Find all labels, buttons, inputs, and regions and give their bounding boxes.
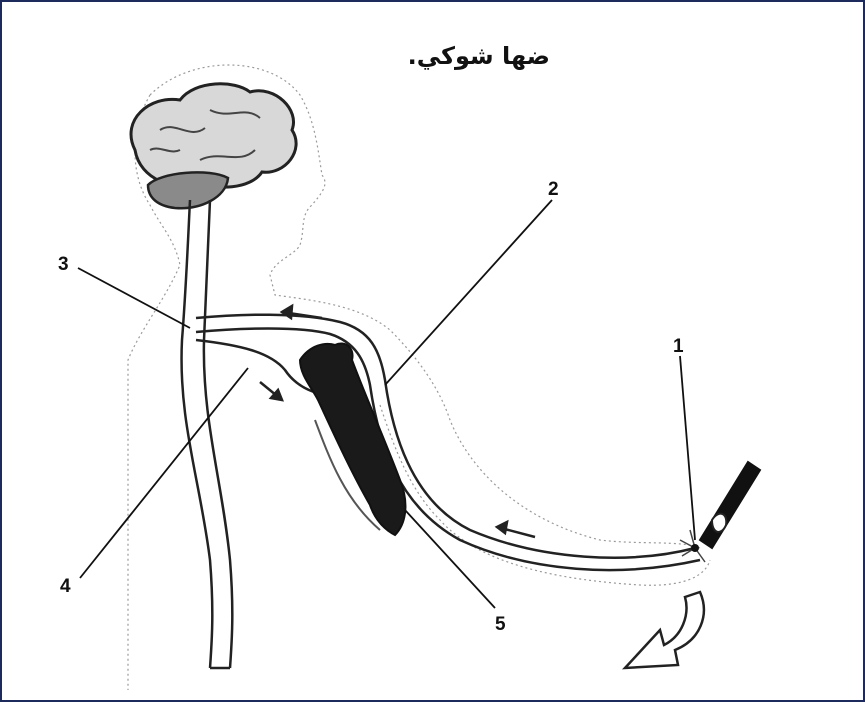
brain-icon [131,84,296,187]
withdrawal-arrow-icon [625,592,704,668]
leader-lines [78,200,695,608]
muscle-icon [300,343,405,535]
spinal-cord [182,200,233,668]
cerebellum-icon [148,172,228,208]
label-4: 4 [60,576,71,597]
label-1: 1 [673,336,684,357]
label-3: 3 [58,254,69,275]
label-2: 2 [548,179,559,200]
sensory-neuron [196,315,700,570]
label-5: 5 [495,614,506,635]
